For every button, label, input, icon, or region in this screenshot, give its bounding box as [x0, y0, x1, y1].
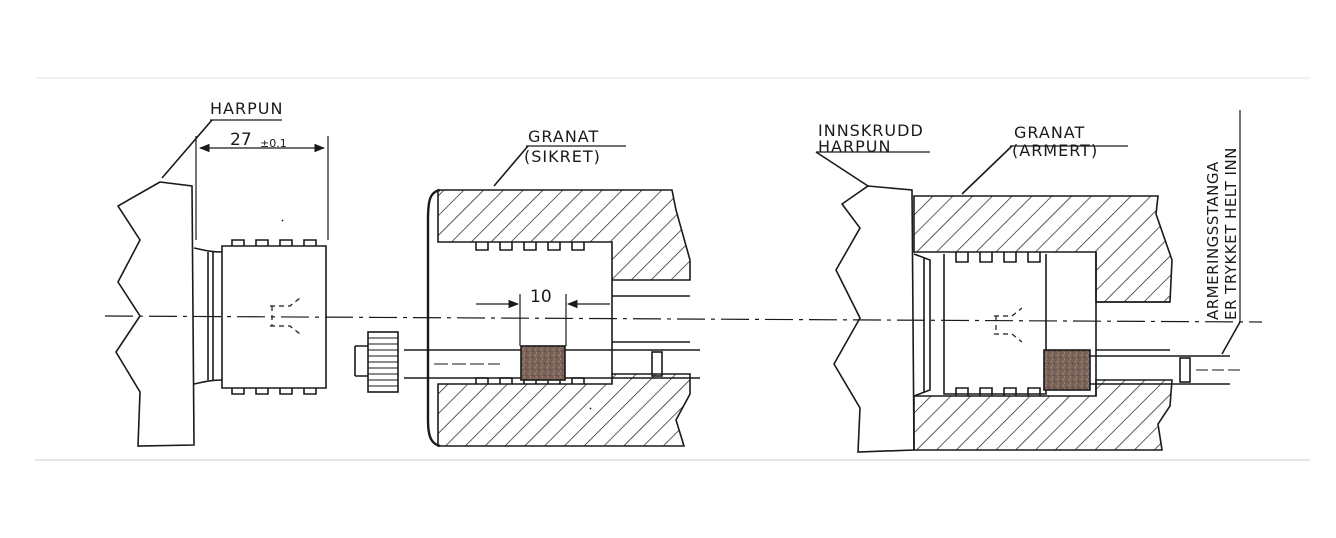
- label-granat-armert: GRANAT: [1014, 123, 1085, 142]
- knob-knurl: [368, 337, 398, 387]
- knob-stem: [354, 345, 368, 377]
- harpun-figure: [115, 119, 329, 447]
- harpun-thread-top: [231, 239, 317, 246]
- innskrudd-hidden-bore: [994, 307, 1023, 343]
- innskrudd-neck: [913, 253, 931, 397]
- label-innskrudd-harpun: HARPUN: [818, 137, 891, 156]
- granat-armert-thread-bottom: [955, 387, 1041, 396]
- granat-armert-figure: [815, 110, 1244, 453]
- center-line: [104, 315, 1263, 323]
- charge-sikret: [520, 345, 566, 381]
- label-armert: (ARMERT): [1012, 141, 1098, 160]
- speck: [589, 407, 592, 410]
- granat-sikret-front-cap: [426, 188, 441, 448]
- granat-sikret-lower-wall: [437, 373, 691, 447]
- label-trykket-helt-inn: ER TRYKKET HELT INN: [1222, 147, 1240, 320]
- granat-armert-upper-wall: [913, 195, 1173, 303]
- harpun-hidden-bore: [270, 297, 301, 335]
- armering-leader: [1221, 321, 1241, 355]
- drawing-lines: [35, 77, 1310, 461]
- granat-armert-thread-top: [955, 252, 1041, 263]
- speck: [281, 219, 284, 222]
- harpun-thread-bottom: [231, 388, 317, 395]
- rod-collar: [651, 351, 663, 377]
- granat-sikret-figure: [354, 145, 700, 448]
- harpun-neck-bottom: [193, 379, 223, 385]
- granat-sikret-upper-wall: [437, 189, 691, 281]
- label-dim-27: 27: [230, 130, 252, 150]
- charge-armert: [1043, 349, 1091, 391]
- harpun-body: [115, 181, 195, 447]
- label-harpun: HARPUN: [210, 99, 283, 118]
- granat-armert-leader: [961, 145, 1013, 195]
- label-dim-10: 10: [530, 287, 552, 307]
- label-innskrudd: INNSKRUDD: [818, 121, 924, 140]
- label-sikret: (SIKRET): [524, 147, 601, 166]
- harpun-neck-top: [193, 247, 223, 253]
- label-dim-27-tol: ±0.1: [260, 137, 287, 150]
- innskrudd-harpun-body: [833, 185, 915, 453]
- harpun-leader: [161, 119, 213, 179]
- granat-armert-lower-wall: [913, 379, 1173, 451]
- granat-sikret-leader: [493, 145, 529, 187]
- innskrudd-leader: [815, 151, 869, 187]
- label-armeringsstanga: ARMERINGSSTANGA: [1204, 161, 1222, 320]
- arming-rod-collar: [1179, 357, 1191, 383]
- label-granat-sikret: GRANAT: [528, 127, 599, 146]
- granat-sikret-thread-top: [475, 242, 585, 251]
- innskrudd-thread-stub: [943, 254, 1047, 395]
